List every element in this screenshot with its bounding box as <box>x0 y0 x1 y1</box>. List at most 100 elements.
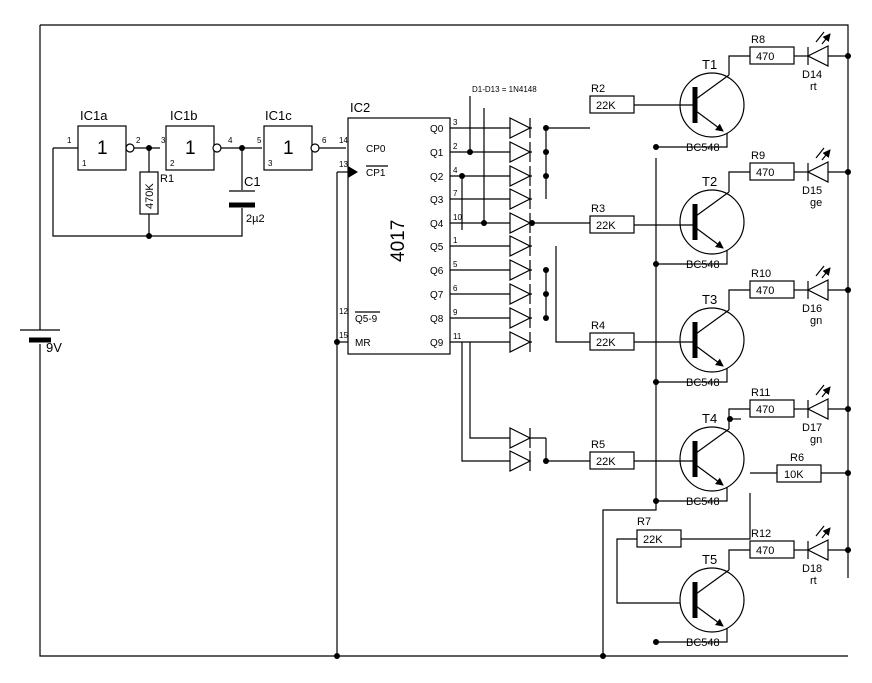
ic2-ref: IC2 <box>350 100 370 115</box>
diode <box>509 235 532 257</box>
led-light-arrows <box>815 526 830 539</box>
led-light-arrows <box>815 385 830 398</box>
emitter-wire <box>656 368 728 383</box>
junction-dot <box>543 149 549 155</box>
ic2-output-label: Q4 <box>430 219 444 230</box>
base-resistor-value: 22K <box>596 337 616 349</box>
collector-resistor-ref: R12 <box>751 528 771 540</box>
transistor-type: BC548 <box>686 637 720 649</box>
led-color: ge <box>810 197 822 209</box>
junction-dot <box>845 287 851 293</box>
gate-ic1b-pin-in: 3 <box>161 136 166 145</box>
led <box>806 45 829 67</box>
diode <box>509 141 532 163</box>
power-rails <box>20 24 849 657</box>
ic2-body <box>347 117 451 355</box>
resistor-r6-ref: R6 <box>790 452 804 464</box>
transistor-emitter <box>695 227 724 249</box>
matrix-taps <box>461 96 485 230</box>
ic2-cp1-label: CP1 <box>366 168 386 179</box>
transistor-ref: T3 <box>702 292 717 307</box>
led-light-arrows <box>815 32 830 45</box>
diode <box>509 165 532 187</box>
junction-dot <box>543 291 549 297</box>
capacitor-c1-ref: C1 <box>244 174 261 189</box>
ic2-output-pin: 1 <box>453 236 458 245</box>
collector-resistor-ref: R9 <box>751 150 765 162</box>
ic2-output-pin: 4 <box>453 166 458 175</box>
ic2-output-pin: 2 <box>453 142 458 151</box>
junction-dot <box>529 220 535 226</box>
junction-dot <box>845 53 851 59</box>
transistor-ref: T4 <box>702 411 717 426</box>
gate-ic1b-pin-in2: 2 <box>170 159 175 168</box>
collector-resistor-ref: R10 <box>751 268 771 280</box>
transistor-type: BC548 <box>686 496 720 508</box>
junction-dot <box>653 144 659 150</box>
gate-ic1a-pin-out: 2 <box>136 136 141 145</box>
led <box>806 161 829 183</box>
transistor-collector <box>695 309 730 335</box>
ic2-output-label: Q7 <box>430 290 444 301</box>
ic2-pin-q59: 12 <box>339 307 348 316</box>
r5-taps <box>461 342 510 462</box>
collector-resistor-value: 470 <box>756 404 774 416</box>
extra-wiring <box>602 158 848 656</box>
gate-ic1a <box>77 125 135 171</box>
base-resistor-ref: R5 <box>591 439 605 451</box>
collector-wire <box>728 55 750 75</box>
capacitor-c1-value: 2µ2 <box>246 213 265 225</box>
gate-ic1c-symbol: 1 <box>283 138 294 159</box>
led-light-arrows <box>815 266 830 279</box>
junction-dot <box>467 149 473 155</box>
ic2-output-label: Q8 <box>430 314 444 325</box>
diode <box>509 212 532 234</box>
led-color: gn <box>810 315 822 327</box>
junction-dot <box>543 315 549 321</box>
ic2-output-label: Q3 <box>430 195 444 206</box>
gate-ic1c-ref: IC1c <box>265 108 292 123</box>
junction-dot <box>543 125 549 131</box>
bus-green <box>545 246 590 343</box>
ic2-mr-label: MR <box>355 338 371 349</box>
collector-wire <box>728 289 750 310</box>
junction-dot <box>543 267 549 273</box>
diode <box>509 450 532 472</box>
junction-dot <box>653 639 659 645</box>
ic2-output-label: Q6 <box>430 266 444 277</box>
diode <box>509 117 532 139</box>
collector-resistor-ref: R8 <box>751 34 765 46</box>
emitter-wire <box>656 487 728 502</box>
ic2-cp0-label: CP0 <box>366 144 386 155</box>
ic2-output-pin: 7 <box>453 189 458 198</box>
led-ref: D17 <box>802 422 822 434</box>
transistor-body <box>679 307 745 373</box>
gate-ic1b-pin-out: 4 <box>228 136 233 145</box>
transistor-ref: T1 <box>702 57 717 72</box>
gate-ic1a-ref: IC1a <box>80 108 108 123</box>
junction-dot <box>845 406 851 412</box>
ic2-pin-cp1: 13 <box>339 160 348 169</box>
ic2-output-label: Q0 <box>430 124 444 135</box>
led-color: rt <box>810 81 817 93</box>
junction-dot <box>845 547 851 553</box>
transistor-type: BC548 <box>686 142 720 154</box>
ic2-output-label: Q1 <box>430 148 444 159</box>
junction-dot <box>481 220 487 226</box>
gate-ic1a-pin-in: 1 <box>67 136 72 145</box>
gate-ic1c <box>263 125 320 171</box>
ic2-output-label: Q2 <box>430 172 444 183</box>
diodes-label: D1-D13 = 1N4148 <box>472 85 537 94</box>
collector-resistor-value: 470 <box>756 167 774 179</box>
junction-dot <box>146 233 152 239</box>
transistor-ref: T5 <box>702 552 717 567</box>
ic2-pin-mr: 15 <box>339 331 348 340</box>
led-ref: D15 <box>802 185 822 197</box>
base-resistor-value: 22K <box>596 456 616 468</box>
led-ref: D18 <box>802 563 822 575</box>
ic2-output-label: Q9 <box>430 338 444 349</box>
ic2-output-label: Q5 <box>430 242 444 253</box>
junction-dot <box>239 145 245 151</box>
ic2-output-pin: 5 <box>453 260 458 269</box>
transistor-body <box>679 426 745 492</box>
